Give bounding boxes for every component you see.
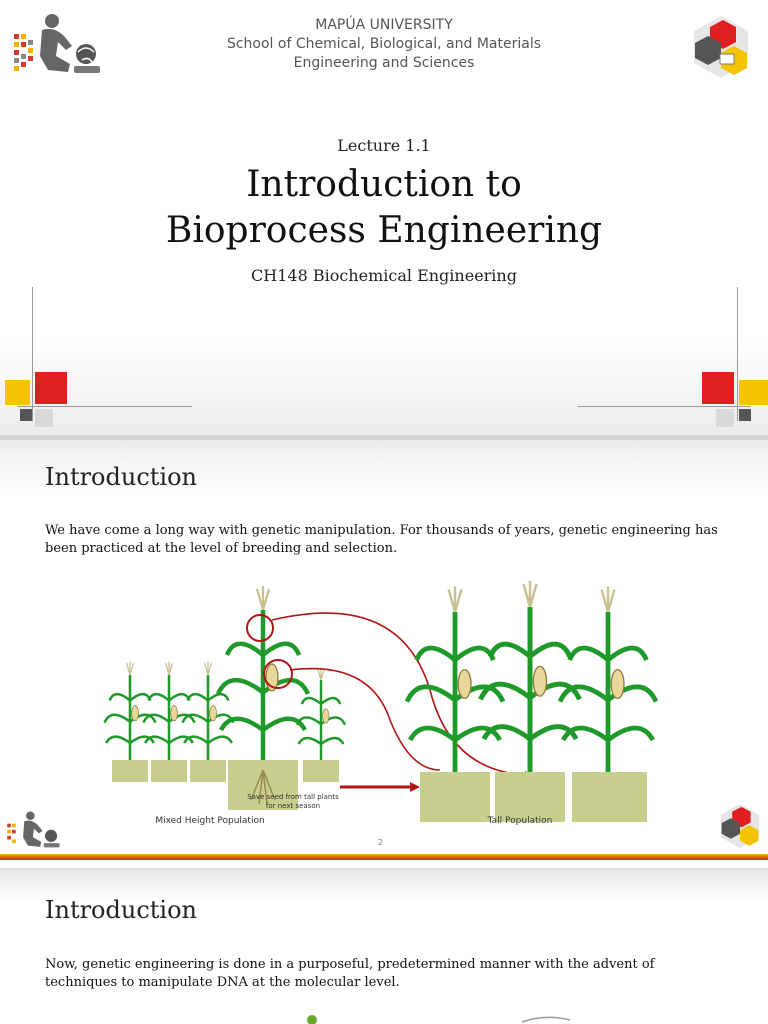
- footer-band: [0, 854, 768, 860]
- introduction-slide-2: Introduction Now, genetic engineering is…: [0, 870, 768, 1024]
- deco-yellow-square-left: [5, 380, 30, 405]
- deco-grey-square-left: [35, 409, 53, 427]
- slide-body: Now, genetic engineering is done in a pu…: [45, 957, 655, 990]
- deco-yellow-square-right: [739, 380, 768, 405]
- arrow-caption: Save seed from tall plants for next seas…: [238, 793, 348, 811]
- university-logo-small: [7, 811, 60, 848]
- corn-plant-tall: [480, 581, 579, 772]
- course-name: CH148 Biochemical Engineering: [251, 266, 517, 285]
- deco-red-square-left: [35, 372, 67, 404]
- slide-heading: Introduction: [45, 896, 197, 924]
- university-header: MAPÚA UNIVERSITY School of Chemical, Bio…: [0, 16, 768, 73]
- deco-line-right: [737, 287, 738, 421]
- school-line-2: Engineering and Sciences: [293, 55, 475, 71]
- arrow-caption-line-1: Save seed from tall plants: [247, 793, 339, 801]
- university-logo: [14, 14, 100, 73]
- corn-plant-tall: [407, 586, 503, 772]
- mixed-population-label: Mixed Height Population: [155, 816, 265, 826]
- corn-plant: [103, 660, 157, 762]
- slide-heading: Introduction: [45, 463, 197, 491]
- deco-hline-right: [578, 406, 750, 407]
- arrow-caption-line-2: for next season: [265, 802, 321, 810]
- department-logo-small: [720, 804, 760, 848]
- slide-separator: [0, 435, 768, 440]
- title-line-2: Bioprocess Engineering: [165, 210, 603, 251]
- soil-box: [190, 760, 226, 782]
- presentation-title: Introduction to Bioprocess Engineering: [0, 162, 768, 254]
- corn-plant: [295, 666, 347, 762]
- title-line-1: Introduction to: [246, 164, 522, 205]
- soil-box: [112, 760, 148, 782]
- figure-fragment: [307, 1015, 571, 1024]
- deco-hline-left: [18, 406, 192, 407]
- corn-plant: [142, 660, 196, 762]
- deco-dark-square-left: [20, 409, 32, 421]
- soil-box: [495, 772, 565, 822]
- selection-curve: [271, 612, 526, 776]
- selected-ear-circle: [246, 614, 274, 642]
- lecture-label: Lecture 1.1: [337, 136, 431, 155]
- soil-box: [303, 760, 339, 782]
- deco-grey-square-right: [716, 409, 734, 427]
- title-slide: MAPÚA UNIVERSITY School of Chemical, Bio…: [0, 0, 768, 435]
- university-name: MAPÚA UNIVERSITY: [315, 17, 453, 33]
- soil-box: [151, 760, 187, 782]
- corn-selection-figure: [103, 570, 670, 822]
- deco-dark-square-right: [739, 409, 751, 421]
- soil-box: [572, 772, 647, 822]
- school-line-1: School of Chemical, Biological, and Mate…: [226, 36, 542, 52]
- soil-box: [420, 772, 490, 822]
- introduction-slide-1: Introduction We have come a long way wit…: [0, 440, 768, 868]
- corn-plant-tall: [218, 586, 308, 760]
- soil-box: [228, 760, 298, 810]
- corn-plant-tall: [560, 586, 656, 772]
- slide-separator: [0, 868, 768, 870]
- page-number: 2: [378, 838, 384, 847]
- department-logo: [694, 16, 748, 78]
- tall-population-label: Tall Population: [487, 816, 553, 826]
- selected-ear-circle: [263, 659, 293, 689]
- corn-plant: [181, 660, 235, 762]
- deco-line-left: [32, 287, 33, 421]
- deco-red-square-right: [702, 372, 734, 404]
- selection-curve: [289, 667, 441, 771]
- slide-body: We have come a long way with genetic man…: [45, 523, 718, 556]
